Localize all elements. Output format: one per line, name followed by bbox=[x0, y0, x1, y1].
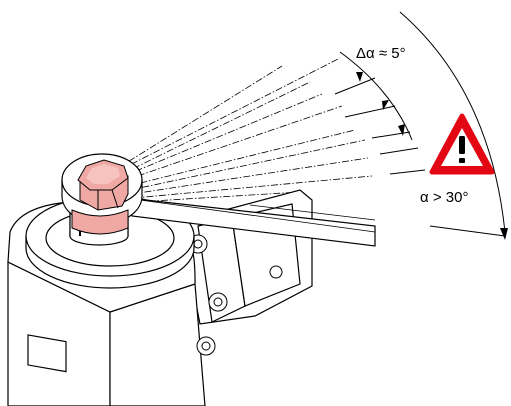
angle-limit-label: α > 30° bbox=[420, 189, 468, 206]
angle-arcs bbox=[339, 11, 506, 233]
outer-arc bbox=[399, 11, 506, 233]
angle-step-label: Δα ≈ 5° bbox=[356, 45, 406, 62]
wrench-position-lines bbox=[117, 57, 373, 203]
housing bbox=[7, 189, 313, 406]
exclamation-icon bbox=[459, 136, 465, 163]
nut-collar bbox=[71, 209, 129, 235]
arc-arrow-1 bbox=[382, 100, 389, 110]
housing-window bbox=[27, 334, 67, 373]
bolt-4 bbox=[269, 265, 283, 279]
hex-nut bbox=[77, 159, 129, 211]
arc-arrow-outer bbox=[500, 228, 508, 240]
angle-ticks bbox=[334, 77, 506, 237]
inner-arc-top bbox=[339, 51, 413, 141]
arc-arrow-3 bbox=[356, 72, 363, 82]
